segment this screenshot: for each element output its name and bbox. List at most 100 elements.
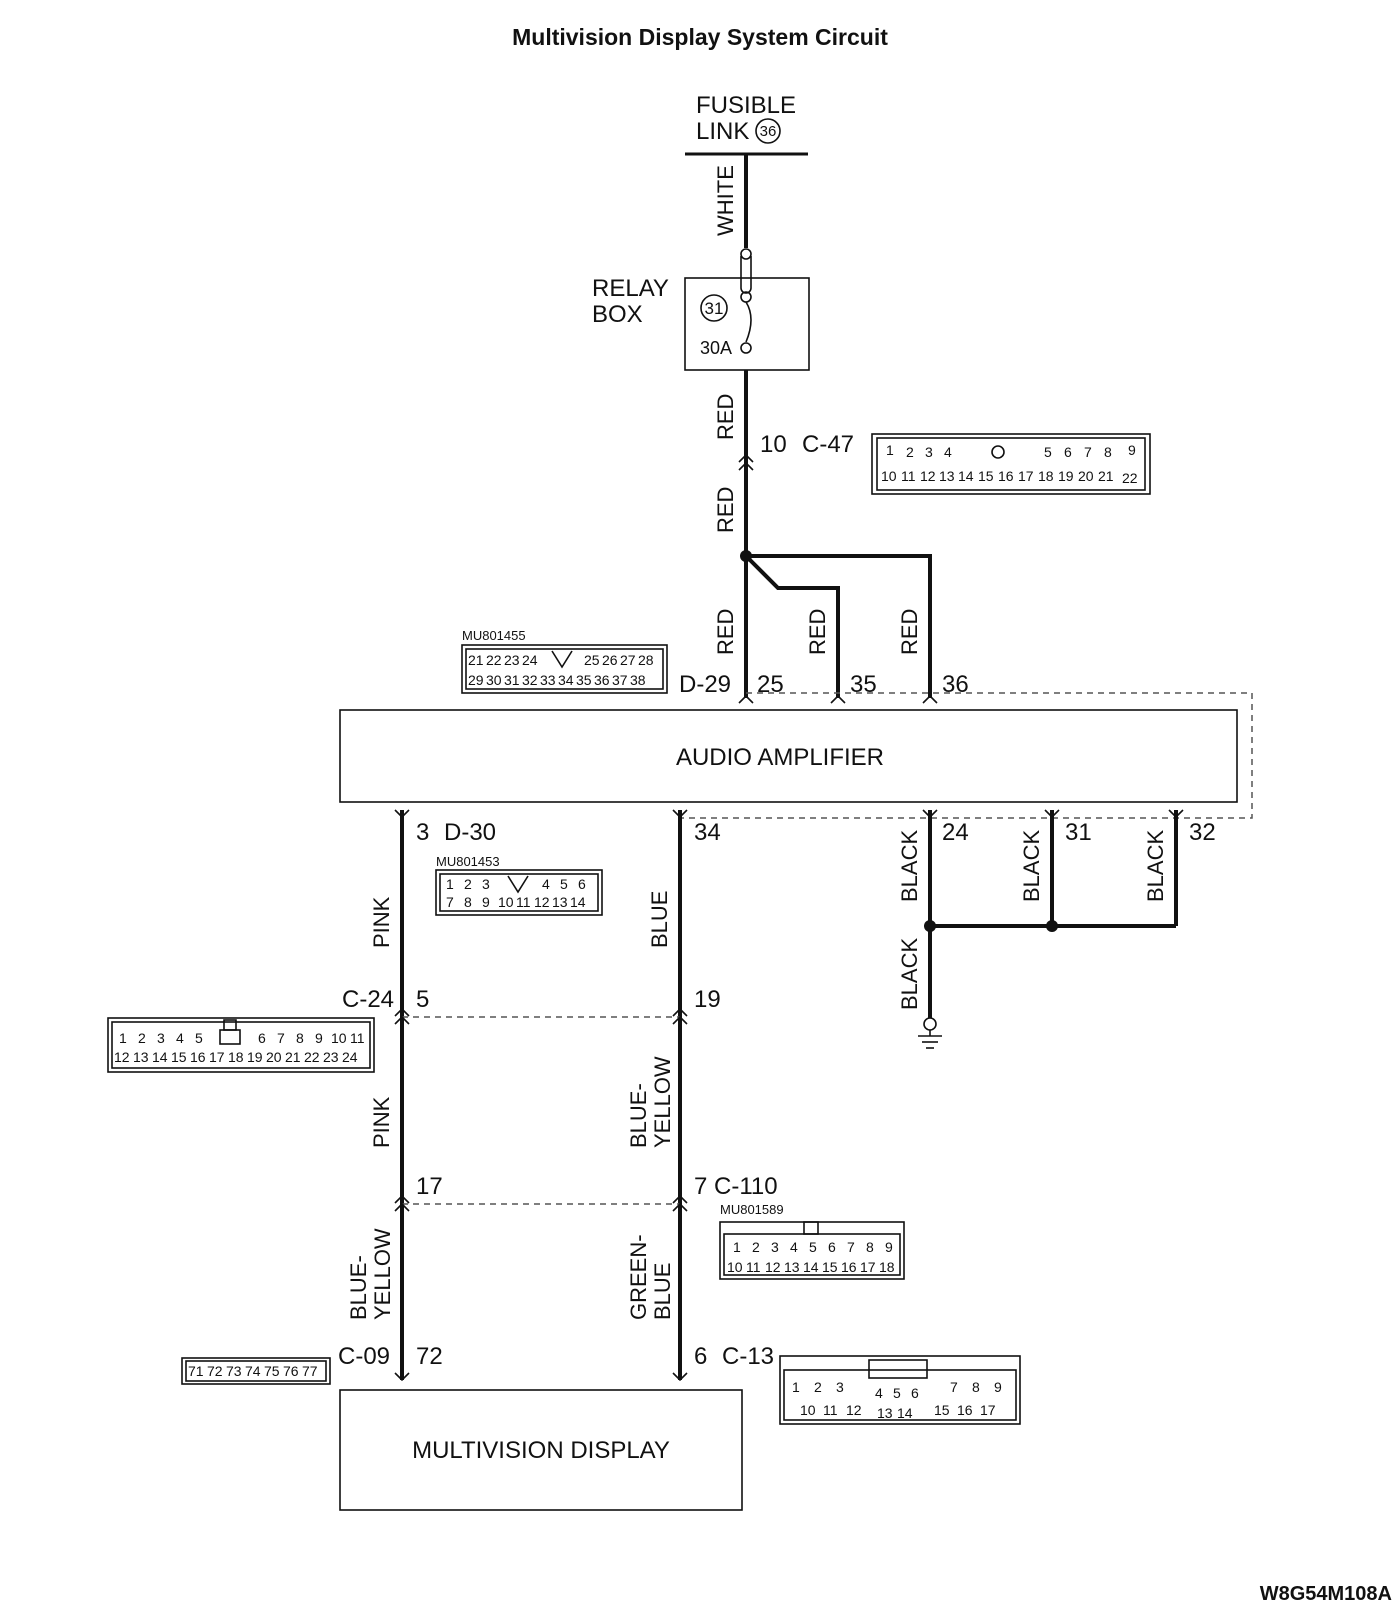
svg-text:16: 16 bbox=[998, 468, 1014, 484]
ground-pin-31: 31 bbox=[1065, 819, 1092, 846]
junction-black-2 bbox=[1046, 920, 1058, 932]
fuse-number-circle bbox=[700, 294, 728, 322]
relay-box-label-2: BOX bbox=[592, 301, 643, 328]
c13-pin-6: 6 bbox=[694, 1343, 707, 1370]
svg-text:3: 3 bbox=[157, 1030, 165, 1046]
ground-pin-24: 24 bbox=[942, 819, 969, 846]
c110-part-number: MU801589 bbox=[720, 1202, 784, 1217]
svg-text:17: 17 bbox=[980, 1402, 996, 1418]
svg-text:12: 12 bbox=[114, 1049, 130, 1065]
audio-amplifier bbox=[339, 709, 1238, 803]
svg-text:19: 19 bbox=[247, 1049, 263, 1065]
svg-text:35: 35 bbox=[576, 672, 592, 688]
svg-text:15: 15 bbox=[934, 1402, 950, 1418]
svg-text:10: 10 bbox=[727, 1259, 743, 1275]
d30-connector-mark-34 bbox=[672, 809, 688, 819]
c13-connector-name: C-13 bbox=[722, 1343, 774, 1370]
svg-text:12: 12 bbox=[920, 468, 936, 484]
svg-text:36: 36 bbox=[594, 672, 610, 688]
fusible-link-label: FUSIBLE bbox=[696, 92, 796, 119]
wire-red-branch-35 bbox=[744, 554, 840, 698]
svg-text:16: 16 bbox=[841, 1259, 857, 1275]
svg-text:12: 12 bbox=[534, 894, 550, 910]
svg-text:3: 3 bbox=[771, 1239, 779, 1255]
svg-text:5: 5 bbox=[560, 876, 568, 892]
c47-connector-mark bbox=[738, 453, 754, 471]
svg-text:4: 4 bbox=[790, 1239, 798, 1255]
svg-text:28: 28 bbox=[638, 652, 654, 668]
relay-box-label: RELAY bbox=[592, 275, 669, 302]
svg-text:72: 72 bbox=[207, 1363, 223, 1379]
svg-text:31: 31 bbox=[504, 672, 520, 688]
multivision-display-label: MULTIVISION DISPLAY bbox=[412, 1437, 670, 1464]
fuse-link bbox=[745, 301, 752, 343]
svg-text:29: 29 bbox=[468, 672, 484, 688]
svg-text:13: 13 bbox=[939, 468, 955, 484]
svg-text:27: 27 bbox=[620, 652, 636, 668]
fusible-link-number: 36 bbox=[760, 123, 777, 140]
svg-text:13: 13 bbox=[877, 1405, 893, 1421]
figure-code: W8G54M108A bbox=[1260, 1583, 1392, 1605]
wire-label-blue-yellow-l2: YELLOW bbox=[370, 1228, 395, 1320]
svg-text:5: 5 bbox=[1044, 444, 1052, 460]
svg-text:24: 24 bbox=[342, 1049, 358, 1065]
wire-label-green-blue-2: BLUE bbox=[650, 1263, 675, 1320]
svg-text:5: 5 bbox=[195, 1030, 203, 1046]
wire-label-pink-2: PINK bbox=[369, 1096, 394, 1148]
wire-red-branch-36 bbox=[746, 554, 932, 698]
svg-text:8: 8 bbox=[972, 1379, 980, 1395]
svg-text:21: 21 bbox=[468, 652, 484, 668]
svg-text:20: 20 bbox=[266, 1049, 282, 1065]
svg-text:2: 2 bbox=[752, 1239, 760, 1255]
d29-pin-25: 25 bbox=[757, 671, 784, 698]
svg-text:4: 4 bbox=[176, 1030, 184, 1046]
svg-text:22: 22 bbox=[304, 1049, 320, 1065]
d29-part-number: MU801455 bbox=[462, 628, 526, 643]
c09-connector-name: C-09 bbox=[338, 1343, 390, 1370]
svg-text:13: 13 bbox=[133, 1049, 149, 1065]
fusible-link-number-circle bbox=[755, 118, 781, 144]
d30-pin-3: 3 bbox=[416, 819, 429, 846]
svg-text:13: 13 bbox=[552, 894, 568, 910]
svg-text:14: 14 bbox=[152, 1049, 168, 1065]
svg-text:74: 74 bbox=[245, 1363, 261, 1379]
svg-text:15: 15 bbox=[978, 468, 994, 484]
svg-text:14: 14 bbox=[958, 468, 974, 484]
wire-label-red-4: RED bbox=[805, 609, 830, 655]
c24-connector-name: C-24 bbox=[342, 986, 394, 1013]
svg-text:26: 26 bbox=[602, 652, 618, 668]
display-connector-marks bbox=[394, 1372, 688, 1382]
svg-text:17: 17 bbox=[1018, 468, 1034, 484]
svg-text:17: 17 bbox=[860, 1259, 876, 1275]
wire-label-blue-yellow-r2: YELLOW bbox=[650, 1056, 675, 1148]
svg-text:7: 7 bbox=[446, 894, 454, 910]
svg-text:2: 2 bbox=[464, 876, 472, 892]
wire-label-red-5: RED bbox=[897, 609, 922, 655]
c47-pin: 10 bbox=[760, 431, 787, 458]
svg-text:2: 2 bbox=[814, 1379, 822, 1395]
c110-connector-marks bbox=[394, 1194, 688, 1212]
svg-text:16: 16 bbox=[190, 1049, 206, 1065]
wire-label-black-3: BLACK bbox=[1143, 830, 1168, 902]
wire-label-blue: BLUE bbox=[647, 891, 672, 948]
svg-text:73: 73 bbox=[226, 1363, 242, 1379]
svg-text:23: 23 bbox=[504, 652, 520, 668]
svg-text:8: 8 bbox=[866, 1239, 874, 1255]
svg-text:75: 75 bbox=[264, 1363, 280, 1379]
svg-text:1: 1 bbox=[733, 1239, 741, 1255]
svg-text:37: 37 bbox=[612, 672, 628, 688]
multivision-display bbox=[339, 1389, 743, 1511]
fuse-rating: 30A bbox=[700, 338, 732, 358]
ground-pin-marks bbox=[922, 809, 1184, 819]
fuse-terminal-top bbox=[740, 248, 752, 260]
svg-text:77: 77 bbox=[302, 1363, 318, 1379]
svg-text:7: 7 bbox=[950, 1379, 958, 1395]
svg-text:30: 30 bbox=[486, 672, 502, 688]
svg-text:5: 5 bbox=[809, 1239, 817, 1255]
svg-text:4: 4 bbox=[944, 444, 952, 460]
wire-label-green-blue-1: GREEN- bbox=[626, 1234, 651, 1320]
wire-label-blue-yellow-r1: BLUE- bbox=[626, 1083, 651, 1148]
